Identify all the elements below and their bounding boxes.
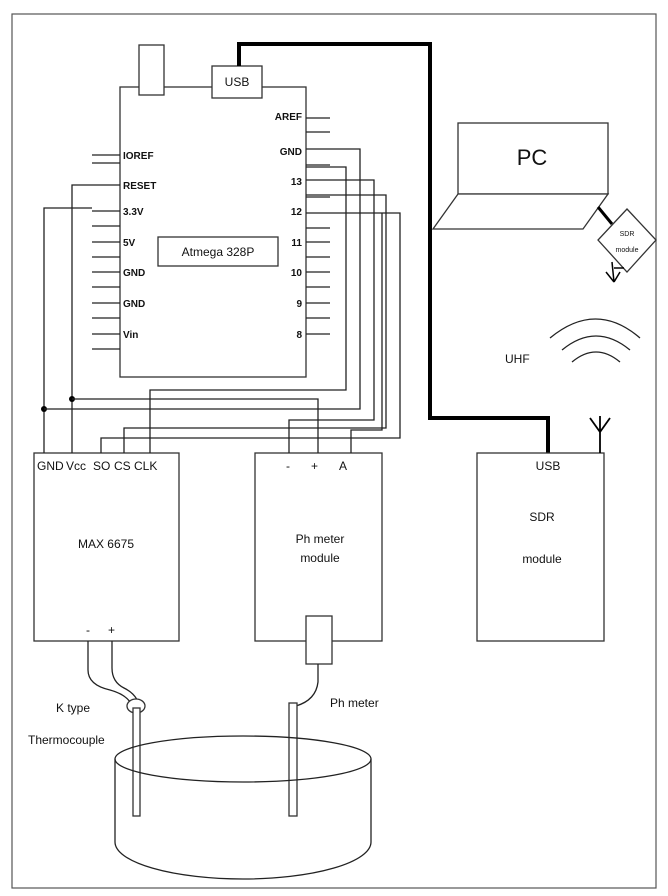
pin-label-12: 12 (291, 207, 303, 218)
dongle-cable (596, 206, 614, 225)
dongle-label-2: module (616, 247, 639, 254)
max6675-title: MAX 6675 (78, 537, 134, 551)
max6675-pin-vcc: Vcc (66, 459, 86, 473)
ph-module-label-1: Ph meter (296, 532, 345, 546)
sdr-dongle: SDR module (596, 206, 657, 283)
usb-cable (237, 42, 550, 453)
pin-label-11: 11 (291, 238, 302, 249)
signal-wires (41, 148, 401, 453)
beaker-body (114, 759, 372, 880)
max6675-pin-so: SO (93, 459, 110, 473)
uhf-waves-icon (549, 318, 641, 363)
pin-label-3v3: 3.3V (123, 207, 144, 218)
ph-pin-a: A (339, 459, 347, 473)
pin-label-10: 10 (291, 268, 303, 279)
pin-label-aref: AREF (275, 112, 302, 123)
max6675-pin-cs: CS (114, 459, 131, 473)
pin-label-ioref: IOREF (123, 151, 154, 162)
power-jack (138, 44, 165, 96)
pin-label-9: 9 (296, 299, 302, 310)
ph-probe (288, 664, 319, 817)
thermocouple-probe (87, 641, 146, 817)
ph-pin-plus: + (311, 459, 318, 473)
chip (157, 236, 279, 267)
max6675-minus: - (86, 623, 90, 637)
max6675-plus: + (108, 623, 115, 637)
sdr-module: USB SDR module (476, 416, 611, 642)
pin-label-gnd-r: GND (280, 147, 302, 158)
ph-connector (305, 615, 333, 665)
outer-frame (11, 13, 657, 889)
beaker (114, 735, 372, 880)
pin-label-8: 8 (296, 330, 302, 341)
left-header: IOREF RESET 3.3V 5V GND GND Vin (92, 151, 156, 350)
max6675-module: GND Vcc SO CS CLK MAX 6675 - + (33, 452, 180, 642)
max6675-box (33, 452, 180, 642)
pin-label-vin: Vin (123, 330, 138, 341)
max6675-pin-gnd: GND (37, 459, 64, 473)
ph-module-label-2: module (300, 551, 340, 565)
ph-pin-minus: - (286, 459, 290, 473)
max6675-pin-clk: CLK (134, 459, 157, 473)
ph-probe-rod (288, 702, 298, 817)
pc-screen (457, 122, 609, 195)
pin-label-13: 13 (291, 177, 303, 188)
arduino-usb-label: USB (225, 75, 250, 89)
pc-laptop: PC (431, 122, 610, 230)
arduino-body (119, 86, 307, 378)
pin-label-gnd-1: GND (123, 268, 145, 279)
k-type-label: K type (56, 701, 90, 715)
sdr-module-label-2: module (522, 552, 562, 566)
pin-label-5v: 5V (123, 238, 136, 249)
uhf-label: UHF (505, 352, 530, 366)
pin-label-gnd-2: GND (123, 299, 145, 310)
right-header: AREF GND 13 12 11 10 9 8 (275, 112, 330, 341)
ph-module-box (254, 452, 383, 642)
pc-keyboard (431, 193, 610, 230)
dongle-antenna-icon (605, 261, 624, 283)
chip-label: Atmega 328P (182, 245, 255, 259)
ph-meter-module: - + A Ph meter module (254, 452, 383, 665)
ph-meter-label: Ph meter (330, 696, 379, 710)
sdr-module-usb-label: USB (536, 459, 561, 473)
pc-label: PC (517, 145, 548, 170)
sdr-antenna-icon (589, 416, 611, 453)
dongle-label-1: SDR (620, 231, 635, 238)
thermocouple-label: Thermocouple (28, 733, 105, 747)
dongle-body (597, 208, 657, 273)
beaker-rim (114, 735, 372, 783)
arduino-board: USB Atmega 328P IOREF RESET 3.3V 5V GND … (92, 44, 330, 378)
sdr-module-box (476, 452, 605, 642)
pin-label-reset: RESET (123, 181, 156, 192)
thermocouple-rod (132, 707, 141, 817)
sdr-module-label-1: SDR (529, 510, 555, 524)
